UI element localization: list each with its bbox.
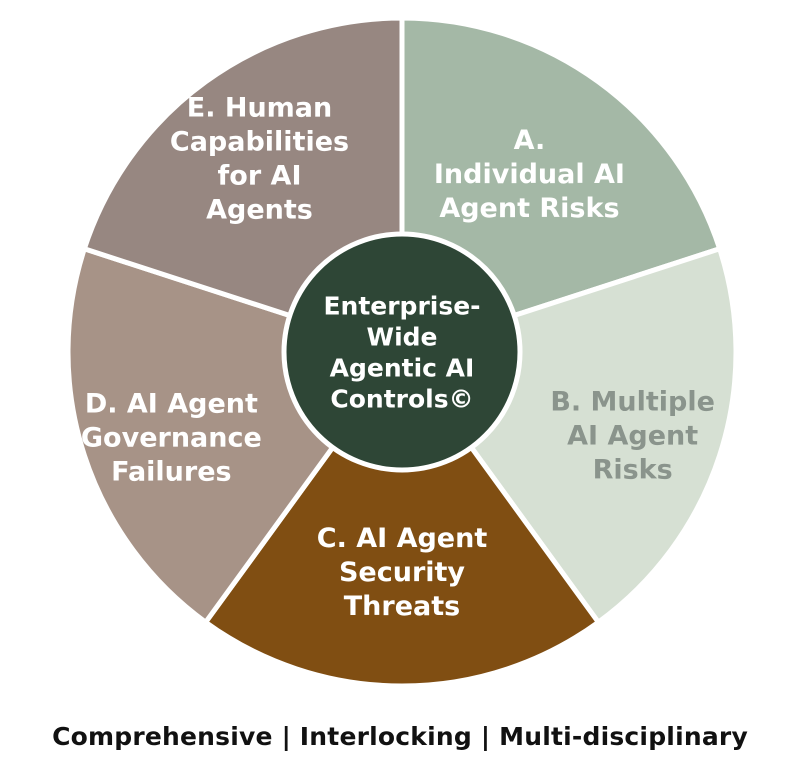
- segment-a-label-line: A.: [514, 125, 546, 156]
- center-label-line: Wide: [367, 323, 438, 352]
- center-label-line: Controls©: [330, 385, 473, 414]
- segment-d-label-line: D. AI Agent: [85, 389, 258, 420]
- segment-d-label-line: Governance: [81, 423, 262, 454]
- segment-c-label-line: Security: [339, 557, 465, 588]
- center-hub: [281, 231, 523, 473]
- segment-a-label-line: Individual AI: [434, 159, 625, 190]
- segment-e-label-line: Agents: [206, 194, 313, 225]
- center-label-line: Agentic AI: [330, 354, 475, 383]
- segment-e-label-line: for AI: [218, 160, 302, 191]
- segment-b-label-line: AI Agent: [567, 421, 698, 452]
- segment-d-label-line: Failures: [111, 457, 232, 488]
- segment-e-label-line: Capabilities: [170, 126, 349, 157]
- segment-e-label-line: E. Human: [187, 92, 333, 123]
- segment-b-label-line: Risks: [593, 455, 673, 486]
- segment-c: [203, 349, 601, 689]
- segment-c-label-line: Threats: [344, 591, 460, 622]
- tagline: Comprehensive | Interlocking | Multi-dis…: [52, 722, 748, 751]
- segment-b-label-line: B. Multiple: [550, 387, 715, 418]
- center-label-line: Enterprise-: [323, 292, 480, 321]
- segment-a-label-line: Agent Risks: [439, 193, 619, 224]
- segment-c-label-line: C. AI Agent: [317, 523, 488, 554]
